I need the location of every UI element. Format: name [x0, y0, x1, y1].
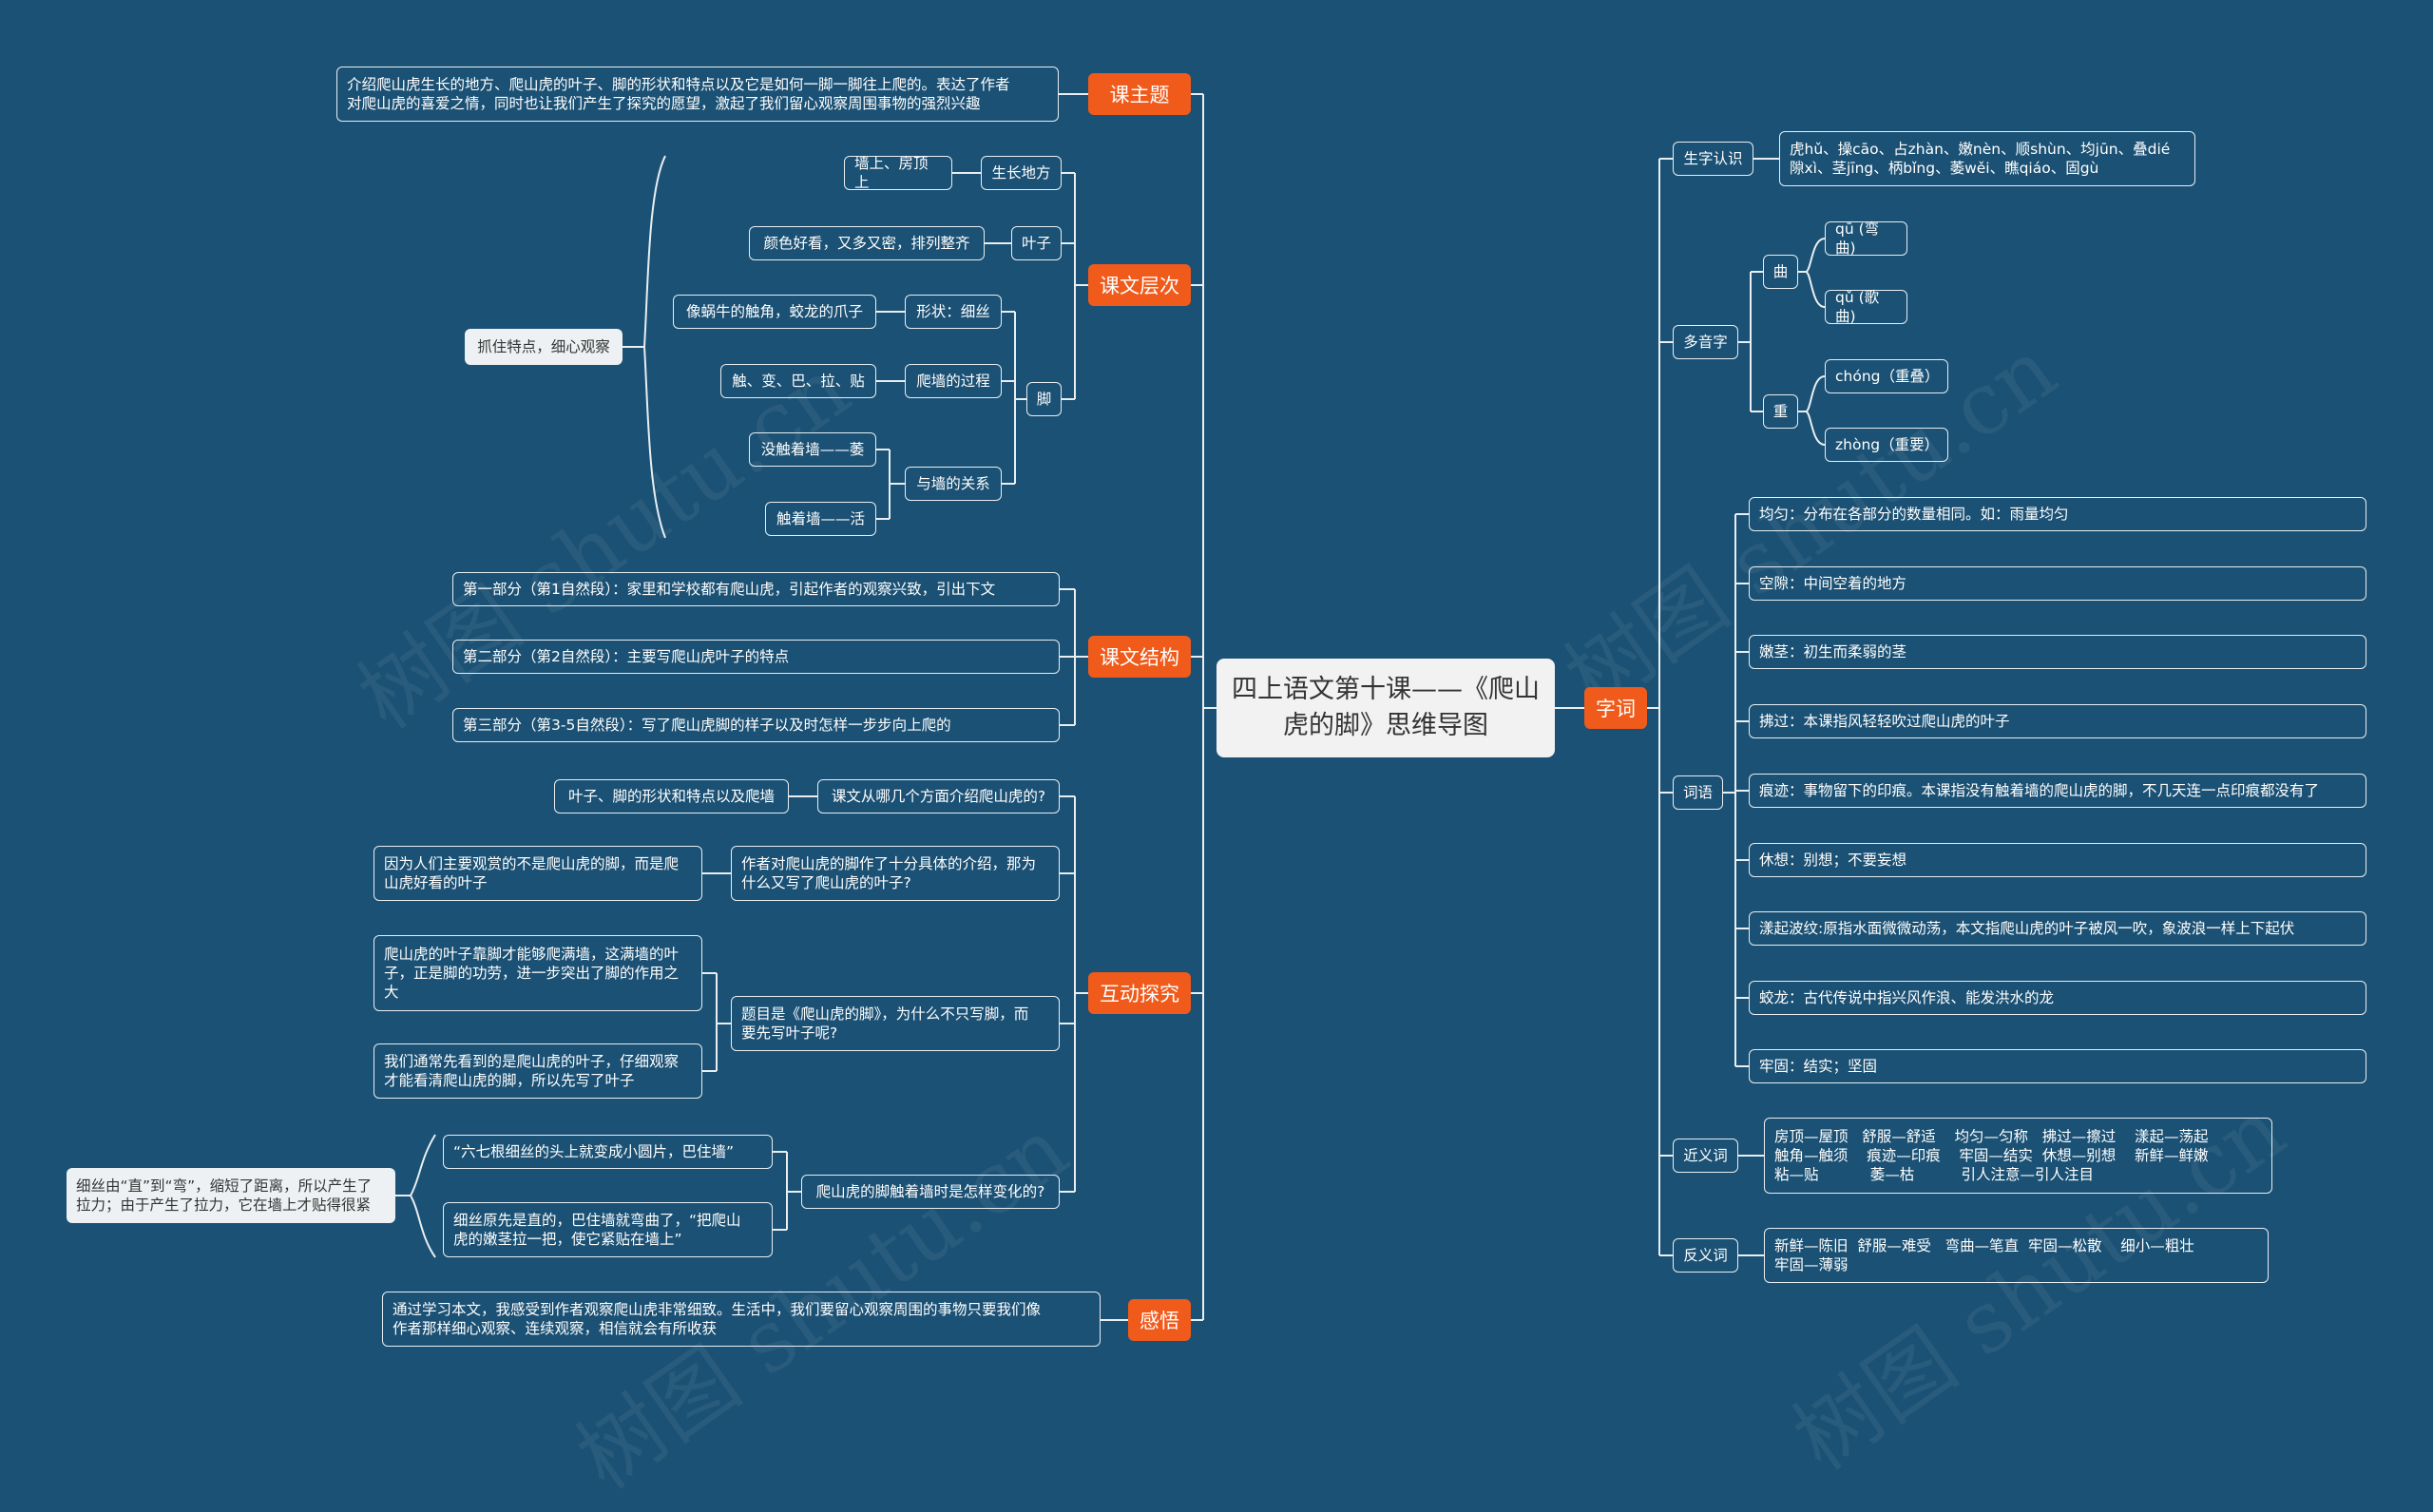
ciyu-item: 痕迹：事物留下的印痕。本课指没有触着墙的爬山虎的脚，不几天连一点印痕都没有了 — [1749, 774, 2366, 808]
explore-q2-answer: 因为人们主要观赏的不是爬山虎的脚，而是爬 山虎好看的叶子 — [374, 846, 702, 901]
shengzi-text: 虎hǔ、操cāo、占zhàn、嫩nèn、顺shùn、均jūn、叠dié 隙xì、… — [1779, 131, 2195, 186]
duoyin-zhong-label: 重 — [1763, 394, 1798, 429]
branch-theme[interactable]: 课主题 — [1088, 73, 1191, 115]
ciyu-item: 空隙：中间空着的地方 — [1749, 566, 2366, 601]
explore-q4-answer: “六七根细丝的头上就变成小圆片，巴住墙” — [443, 1135, 773, 1169]
levels-summary: 抓住特点，细心观察 — [465, 329, 623, 365]
connector-line — [642, 155, 666, 539]
ciyu-label: 词语 — [1673, 775, 1723, 810]
jinyi-text: 房顶—屋顶 舒服—舒适 均匀—匀称 拂过—擦过 漾起—荡起 触角—触须 痕迹—印… — [1764, 1118, 2272, 1194]
duoyin-qu-item: qū (弯曲) — [1825, 220, 1907, 257]
levels-foot-label: 脚 — [1026, 382, 1062, 416]
foot-climb-label: 爬墙的过程 — [905, 364, 1002, 398]
ciyu-item: 拂过：本课指风轻轻吹过爬山虎的叶子 — [1749, 704, 2366, 738]
structure-part: 第三部分（第3-5自然段）：写了爬山虎脚的样子以及时怎样一步步向上爬的 — [452, 708, 1060, 742]
ciyu-item: 嫩茎：初生而柔弱的茎 — [1749, 635, 2366, 669]
connector-line — [1798, 375, 1826, 412]
structure-part: 第二部分（第2自然段）：主要写爬山虎叶子的特点 — [452, 640, 1060, 674]
explore-q4-question: 爬山虎的脚触着墙时是怎样变化的? — [801, 1175, 1060, 1209]
duoyin-label: 多音字 — [1673, 325, 1738, 359]
duoyin-qu-item: qǔ (歌曲) — [1825, 289, 1907, 325]
ciyu-item: 均匀：分布在各部分的数量相同。如：雨量均匀 — [1749, 497, 2366, 531]
ciyu-item: 牢固：结实；坚固 — [1749, 1049, 2366, 1083]
mind-map-canvas: 树图 shutu.cn 树图 shutu.cn 树图 shutu.cn 树图 s… — [67, 67, 2366, 1509]
foot-shape-label: 形状：细丝 — [905, 295, 1002, 329]
foot-relation-item: 触着墙——活 — [765, 502, 876, 536]
jinyi-label: 近义词 — [1673, 1139, 1738, 1173]
root-title[interactable]: 四上语文第十课——《爬山虎的脚》思维导图 — [1216, 659, 1555, 757]
shengzi-label: 生字认识 — [1673, 142, 1753, 176]
branch-feeling[interactable]: 感悟 — [1128, 1299, 1191, 1341]
branch-levels[interactable]: 课文层次 — [1088, 264, 1191, 306]
explore-q3-answer: 我们通常先看到的是爬山虎的叶子，仔细观察 才能看清爬山虎的脚，所以先写了叶子 — [374, 1043, 702, 1099]
duoyin-zhong-item: chóng（重叠） — [1825, 359, 1948, 393]
connector-line — [1798, 271, 1826, 308]
levels-place-detail: 墙上、房顶上 — [844, 155, 952, 191]
duoyin-qu-label: 曲 — [1763, 255, 1798, 289]
levels-place-label: 生长地方 — [981, 156, 1062, 190]
fanyi-label: 反义词 — [1673, 1238, 1738, 1273]
levels-leaf-label: 叶子 — [1011, 226, 1062, 260]
explore-q4-answer: 细丝原先是直的，巴住墙就弯曲了，“把爬山 虎的嫩茎拉一把，使它紧贴在墙上” — [443, 1202, 773, 1257]
connector-line — [1798, 238, 1826, 273]
explore-q2-question: 作者对爬山虎的脚作了十分具体的介绍，那为 什么又写了爬山虎的叶子? — [731, 846, 1060, 901]
explore-q3-answer: 爬山虎的叶子靠脚才能够爬满墙，这满墙的叶 子，正是脚的功劳，进一步突出了脚的作用… — [374, 935, 702, 1011]
foot-relation-label: 与墙的关系 — [905, 467, 1002, 501]
branch-explore[interactable]: 互动探究 — [1088, 972, 1191, 1014]
connector-line — [1798, 411, 1826, 446]
foot-climb-detail: 触、变、巴、拉、贴 — [720, 364, 876, 398]
explore-q1-answer: 叶子、脚的形状和特点以及爬墙 — [554, 779, 789, 813]
branch-words[interactable]: 字词 — [1584, 687, 1647, 729]
structure-part: 第一部分（第1自然段）：家里和学校都有爬山虎，引起作者的观察兴致，引出下文 — [452, 572, 1060, 606]
feeling-text: 通过学习本文，我感受到作者观察爬山虎非常细致。生活中，我们要留心观察周围的事物只… — [382, 1292, 1101, 1347]
connector-lines — [395, 93, 1826, 1321]
explore-q1-question: 课文从哪几个方面介绍爬山虎的? — [817, 779, 1060, 813]
foot-relation-item: 没触着墙——萎 — [749, 432, 876, 467]
branch-structure[interactable]: 课文结构 — [1088, 636, 1191, 678]
theme-text: 介绍爬山虎生长的地方、爬山虎的叶子、脚的形状和特点以及它是如何一脚一脚往上爬的。… — [336, 67, 1059, 122]
explore-q3-question: 题目是《爬山虎的脚》，为什么不只写脚，而 要先写叶子呢? — [731, 996, 1060, 1051]
explore-q4-note: 细丝由“直”到“弯”，缩短了距离，所以产生了 拉力；由于产生了拉力，它在墙上才贴… — [67, 1168, 395, 1223]
fanyi-text: 新鲜—陈旧 舒服—难受 弯曲—笔直 牢固—松散 细小—粗壮 牢固—薄弱 — [1764, 1228, 2269, 1283]
ciyu-item: 休想：别想；不要妄想 — [1749, 843, 2366, 877]
levels-leaf-detail: 颜色好看，又多又密，排列整齐 — [749, 226, 985, 260]
foot-shape-detail: 像蜗牛的触角，蛟龙的爪子 — [673, 295, 876, 329]
ciyu-item: 蛟龙：古代传说中指兴风作浪、能发洪水的龙 — [1749, 981, 2366, 1015]
duoyin-zhong-item: zhòng（重要） — [1825, 428, 1948, 462]
connector-line — [409, 1134, 436, 1258]
ciyu-item: 漾起波纹:原指水面微微动荡，本文指爬山虎的叶子被风一吹，象波浪一样上下起伏 — [1749, 911, 2366, 946]
